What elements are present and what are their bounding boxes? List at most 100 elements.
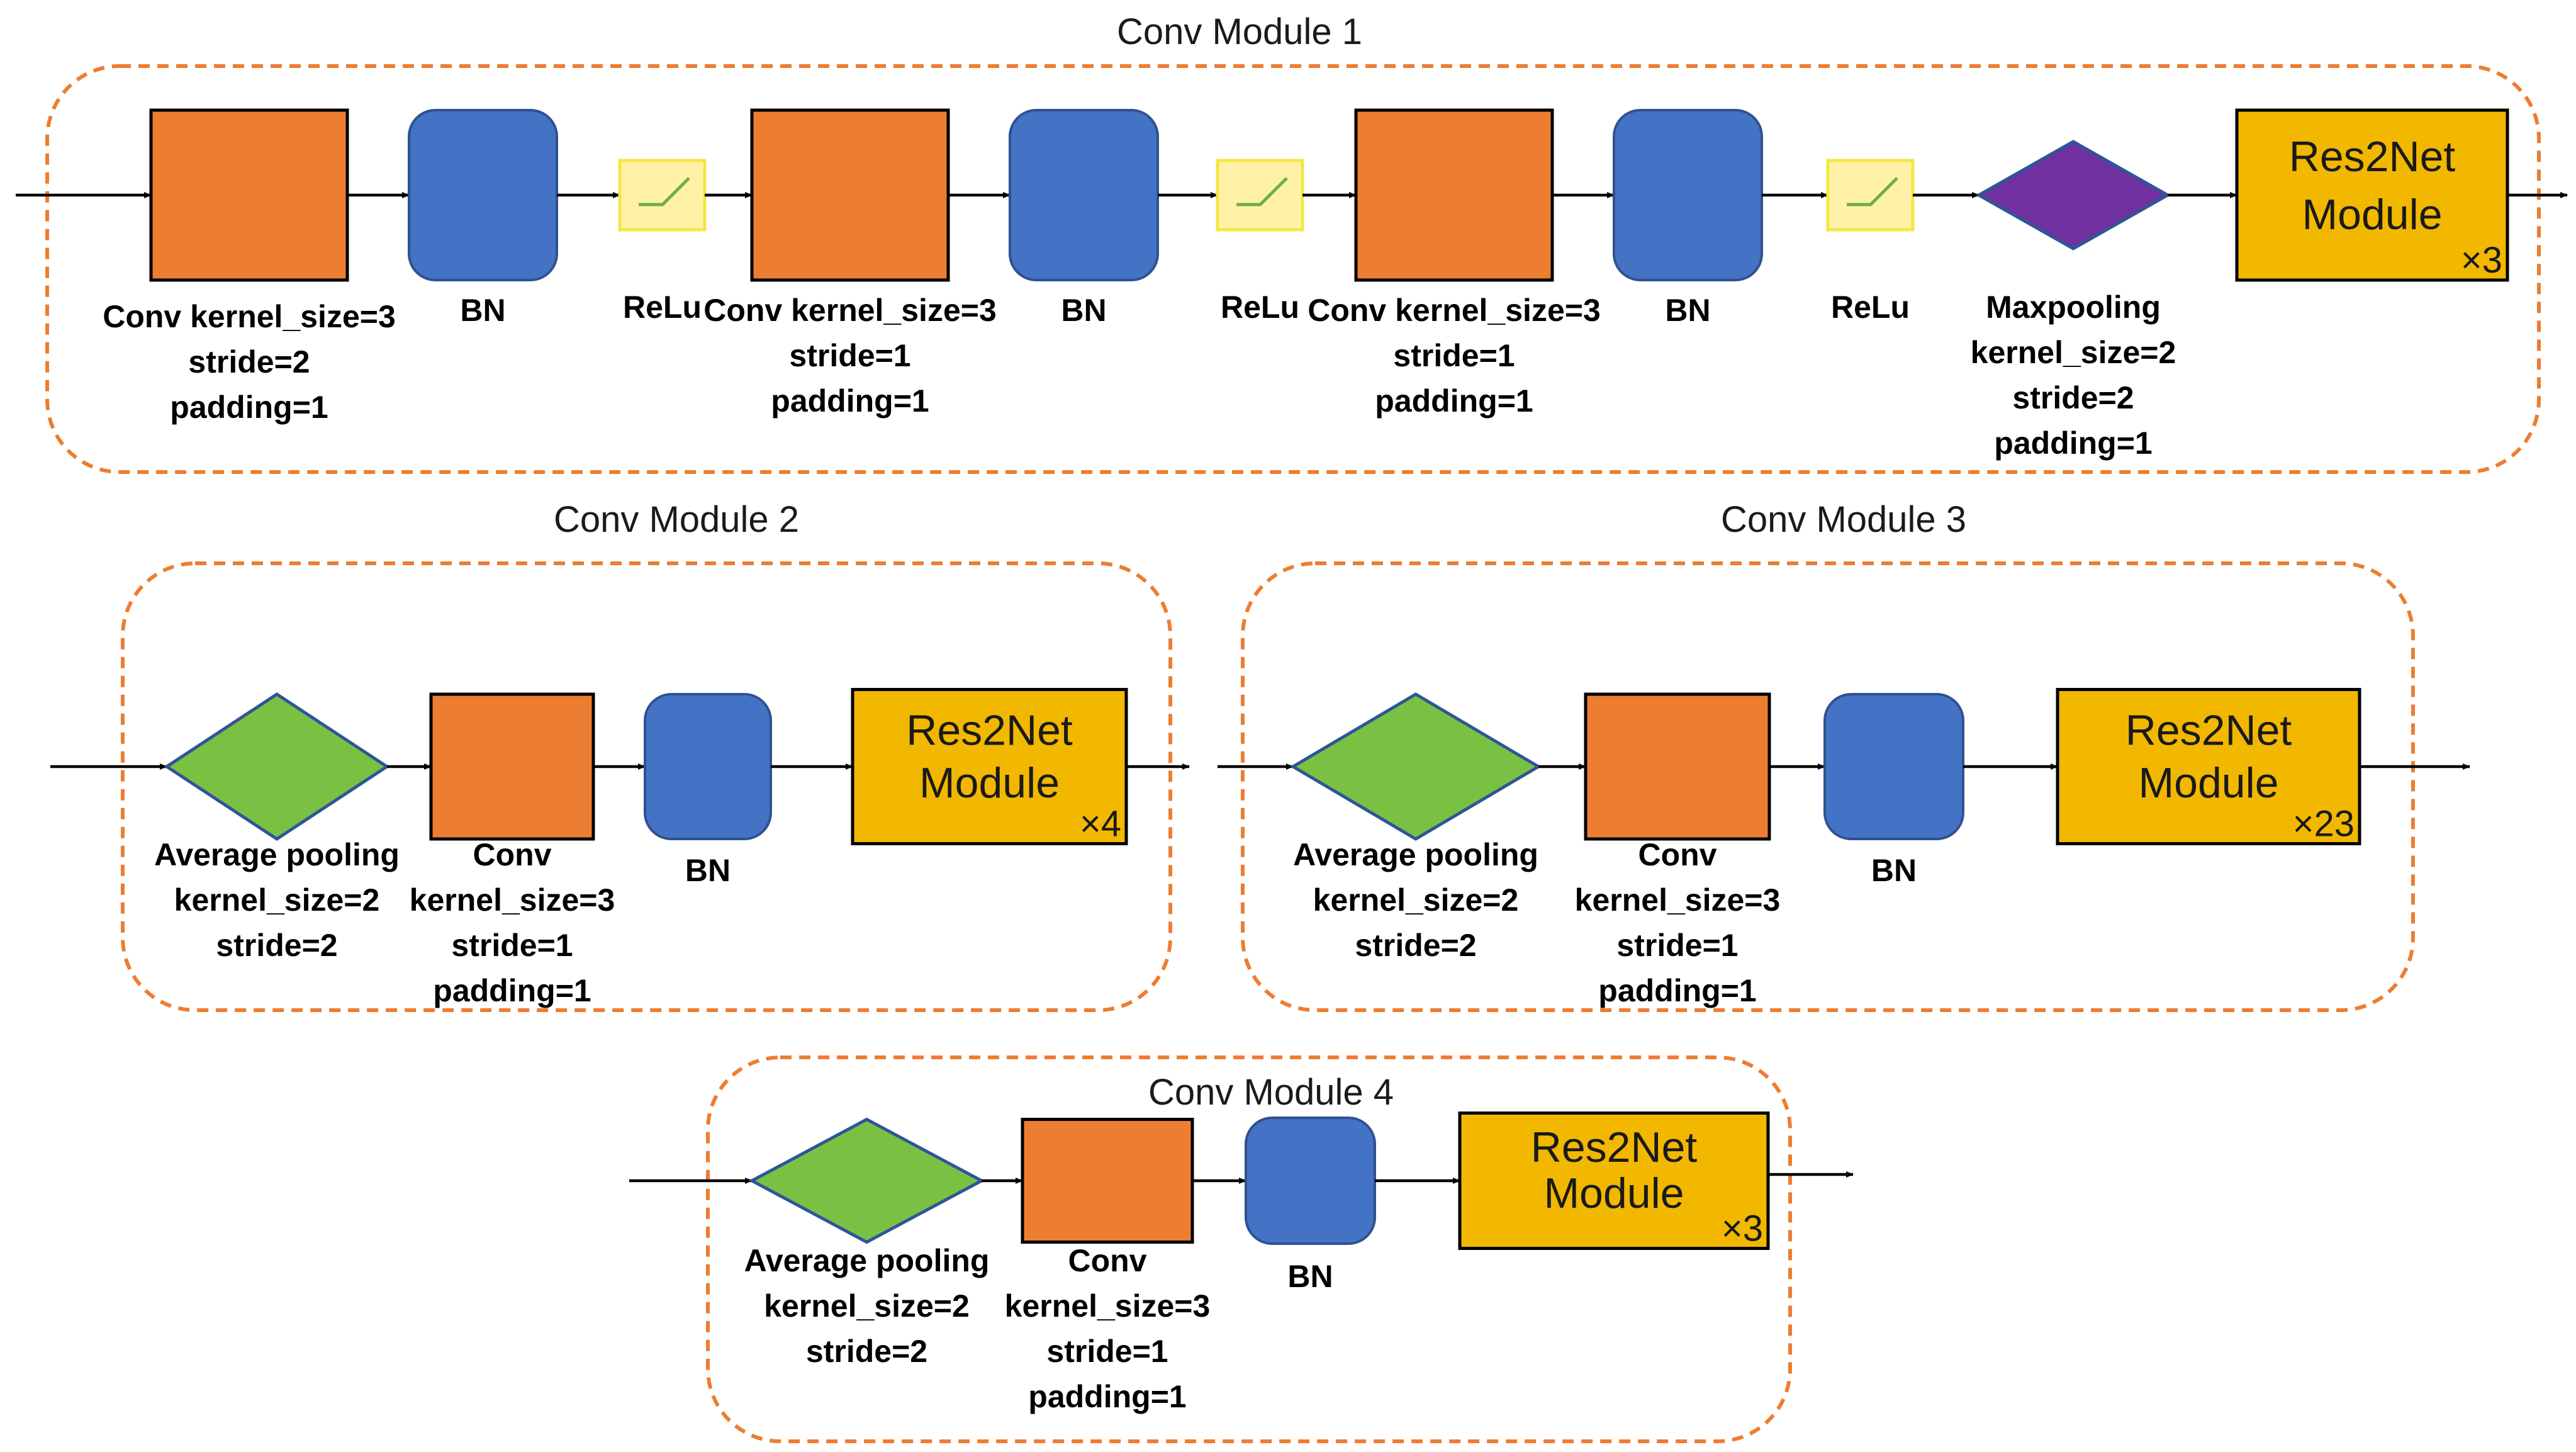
stage-relu: ReLu [618,159,707,325]
relu-icon [1847,177,1898,206]
bn-block [1009,109,1159,281]
stage-label: kernel_size=3 [1005,1288,1211,1324]
module-title: Conv Module 2 [554,499,799,540]
stage-label: BN [1871,853,1917,888]
stage-label: stride=2 [188,344,310,380]
bn-block [408,109,558,281]
maxpooling-diamond [1975,140,2171,250]
stage-label: padding=1 [771,383,929,419]
bn-block [1823,693,1964,840]
conv-block [149,108,349,282]
res2net-text: Module [1543,1169,1684,1217]
stage-bn: BN [1245,1117,1376,1294]
stage-label: ReLu [623,290,702,325]
stage-label: padding=1 [1375,383,1533,419]
module-frame [706,1055,1792,1443]
stage-conv: Conv kernel_size=3 stride=1 padding=1 [1575,692,1781,1008]
stage-bn: BN [1613,109,1763,328]
conv-module-2: Conv Module 2 Average pooling kernel_size=… [50,499,1190,1012]
stage-label: kernel_size=2 [1313,882,1519,918]
stage-conv: Conv kernel_size=3 stride=1 padding=1 [1308,108,1601,419]
stage-conv: Conv kernel_size=3 stride=1 padding=1 [703,108,997,419]
stage-label: stride=1 [789,338,910,373]
stage-label: padding=1 [170,390,328,425]
stage-label: Average pooling [1293,837,1538,872]
relu-box [618,159,707,232]
stage-label: stride=1 [1393,338,1515,373]
stage-label: padding=1 [1994,425,2152,461]
conv-block [1021,1118,1194,1244]
stage-label: stride=2 [216,928,337,963]
stage-label: BN [1061,293,1106,328]
relu-icon [639,177,690,206]
res2net-text: Res2Net [906,707,1073,755]
res2net-text: Res2Net [2125,707,2292,755]
module-title: Conv Module 3 [1721,499,1966,540]
stage-avgpool: Average pooling kernel_size=2 stride=2 [744,1117,990,1369]
average-pooling-diamond [1290,692,1542,841]
conv-module-3: Conv Module 3 Average pooling kernel_size=… [1218,499,2470,1012]
stage-relu: ReLu [1826,159,1915,325]
stage-bn: BN [1823,693,1964,888]
stage-label: BN [1287,1259,1333,1294]
stage-avgpool: Average pooling kernel_size=2 stride=2 [1290,692,1542,963]
stage-label: BN [1665,293,1710,328]
stage-label: kernel_size=2 [1971,335,2176,370]
stage-label: Conv [1068,1243,1147,1278]
stage-label: kernel_size=2 [764,1288,970,1324]
stage-label: Conv [1638,837,1717,872]
stage-label: ReLu [1831,290,1910,325]
stage-label: kernel_size=3 [1575,882,1781,918]
stage-label: kernel_size=3 [410,882,615,918]
res2net-block [1458,1112,1770,1250]
relu-icon [1236,177,1288,206]
res2net-block [2235,108,2509,282]
conv-block [1354,108,1554,282]
repeat-count: ×3 [2461,240,2502,281]
res2net-text: Res2Net [2289,133,2456,181]
stage-label: stride=2 [806,1334,927,1369]
average-pooling-diamond [748,1117,985,1244]
bn-block [1613,109,1763,281]
relu-box [1826,159,1915,232]
module-frame [1241,561,2415,1012]
average-pooling-diamond [164,692,390,841]
module-title: Conv Module 4 [1148,1072,1394,1113]
stage-label: Average pooling [744,1243,990,1278]
conv-block [1584,692,1771,841]
stage-relu: ReLu [1216,159,1304,325]
stage-bn: BN [644,693,772,888]
res2net-text: Module [2138,759,2278,807]
stage-label: padding=1 [1598,973,1756,1008]
stage-label: Conv [473,837,552,872]
repeat-count: ×3 [1722,1208,1763,1249]
repeat-count: ×23 [2293,804,2355,845]
stage-label: Conv kernel_size=3 [1308,293,1601,328]
stage-maxpool: Maxpooling kernel_size=2 stride=2 padding=1 [1971,140,2176,461]
res2net-text: Res2Net [1531,1123,1698,1171]
res2net-text: Module [919,759,1060,807]
conv-module-4: Conv Module 4 Average pooling kernel_size=… [629,1055,1854,1443]
stage-label: Conv kernel_size=3 [703,293,997,328]
conv-block [750,108,950,282]
res2net-block [2056,688,2361,845]
stage-label: Maxpooling [1986,290,2161,325]
stage-label: stride=1 [1616,928,1738,963]
conv-module-1: Conv Module 1 Conv kernel_size=3 stride=2 p… [16,11,2568,474]
stage-label: padding=1 [433,973,591,1008]
bn-block [644,693,772,840]
stage-label: stride=2 [2012,380,2134,415]
stage-label: BN [685,853,731,888]
stage-bn: BN [1009,109,1159,328]
module-title: Conv Module 1 [1117,11,1362,52]
relu-box [1216,159,1304,232]
stage-label: stride=2 [1355,928,1476,963]
stage-label: Average pooling [154,837,400,872]
